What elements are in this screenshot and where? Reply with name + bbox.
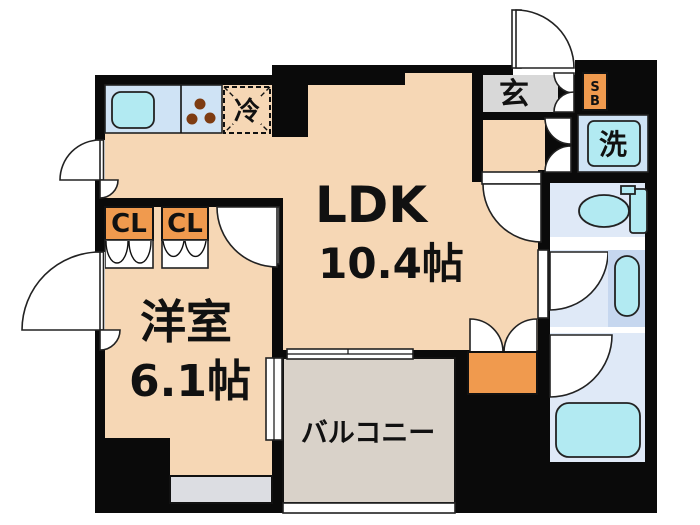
ldk-balcony-window-lines (287, 349, 413, 355)
storage-box (467, 351, 538, 395)
western-ext-door-swing (21, 251, 101, 331)
stove-burner (186, 113, 198, 125)
shoebox-door-lower (553, 91, 575, 113)
kitchen-sink (111, 91, 155, 129)
washer-door-upper (544, 117, 572, 145)
closets: CL CL (104, 206, 209, 269)
kitchen-ext-door-swing (59, 139, 101, 181)
closet-left-label: CL (111, 209, 147, 239)
washroom-door-swing (549, 251, 609, 311)
stove-burner (204, 112, 216, 124)
refrigerator-label-bg (233, 96, 261, 124)
storage-door-right (503, 318, 538, 353)
washer-label: 洗 (599, 128, 627, 161)
basin-bowl (614, 255, 640, 317)
kitchen-ext-door-inner-arc (99, 179, 119, 199)
entrance-step (483, 112, 558, 120)
entrance-label: 玄 (499, 77, 529, 112)
kitchen: 冷 (104, 84, 271, 134)
ldk-size-label: 10.4帖 (318, 239, 464, 288)
bathtub (555, 402, 641, 458)
toilet-threshold (550, 237, 645, 250)
ldk-label: LDK (315, 176, 429, 234)
entrance-area: S B 洗 (511, 9, 649, 173)
closet-right-box (161, 206, 209, 241)
closet-left-box (104, 206, 154, 241)
closet-right-label: CL (167, 209, 203, 239)
bathroom-threshold (550, 327, 645, 333)
interior-doors (216, 171, 613, 398)
closet-left-bifold-arcs (105, 240, 152, 264)
western-room-label: 洋室 (140, 295, 232, 349)
hall-ldk-door-swing (482, 183, 542, 243)
western-door-swing (216, 206, 278, 268)
hall-ldk-door-leaf (481, 171, 542, 185)
entrance-floor (483, 75, 558, 112)
kitchen-corner-wall (272, 65, 308, 137)
western-south-window (169, 475, 273, 504)
refrigerator-space (223, 86, 271, 134)
hallway-left-wall (472, 65, 483, 182)
refrigerator-label: 冷 (234, 96, 260, 127)
shoebox-label-s: S (590, 80, 599, 95)
balcony-label: バルコニー (301, 418, 435, 449)
balcony-rail (282, 502, 456, 514)
western-room-size-label: 6.1帖 (129, 356, 251, 407)
windows (169, 348, 414, 504)
washer-box (587, 120, 641, 167)
closet-left-bifold (104, 239, 154, 269)
room-labels: LDK 10.4帖 洋室 6.1帖 バルコニー 玄 (129, 77, 529, 449)
western-ext-door-inner-arc (99, 329, 121, 351)
entrance-door-swing (515, 9, 575, 69)
balcony-floor (282, 357, 456, 504)
storage-door-left (469, 318, 504, 353)
shoebox-label-b: B (590, 94, 600, 109)
washroom-door-leaf (537, 249, 549, 319)
ldk-floor-notch (405, 73, 472, 87)
shoebox (582, 72, 608, 111)
washer-door-lower (544, 145, 572, 173)
pillar-block (105, 438, 170, 503)
toilet-button (620, 185, 636, 195)
toilet-tank (629, 188, 648, 234)
bathroom-door-swing (549, 334, 613, 398)
hallway-floor (483, 120, 545, 170)
stove-burner (194, 98, 206, 110)
fixtures (467, 185, 648, 458)
toilet-bowl (578, 194, 630, 228)
closet-right-bifold-arcs (162, 240, 207, 258)
exterior-doors (21, 139, 121, 351)
